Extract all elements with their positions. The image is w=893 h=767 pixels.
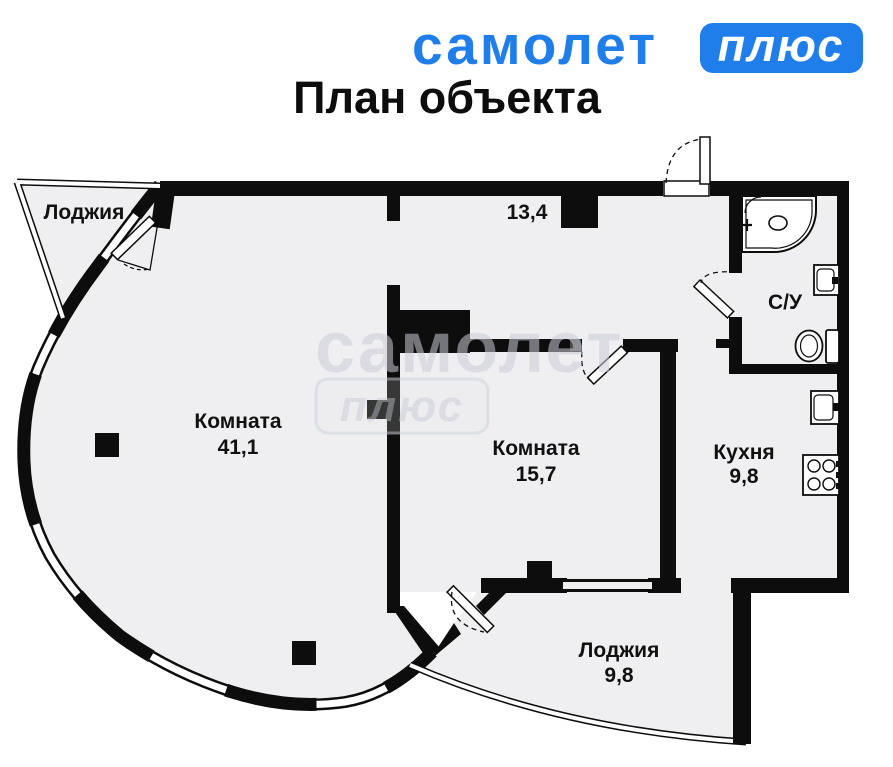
window-room-small [563,579,652,592]
room-label-large-area: 41,1 [218,436,259,459]
bathtub-icon [741,195,817,253]
room-label-kitchen-name: Кухня [713,441,774,464]
kitchen-sink-icon [810,390,840,425]
walls [95,181,849,744]
logo-brand-text: самолет [412,14,658,76]
room-label-small-name: Комната [492,437,580,460]
floor-large-room [23,185,433,705]
watermark: самолет плюс [314,308,624,435]
page-title: План объекта [293,72,602,123]
loggia-top-walls [13,178,161,320]
bathroom-sink-icon [813,264,840,296]
loggia-bottom-outer-wall [408,661,747,746]
entrance-door [663,136,711,197]
room-label-hallway-area: 13,4 [507,201,548,224]
toilet-icon [794,329,840,364]
stove-icon [802,454,840,496]
room-labels: Лоджия 13,4 Комната 41,1 Комната 15,7 С/… [44,201,803,687]
watermark-badge-text: плюс [340,382,464,431]
logo-badge-text: плюс [718,20,845,71]
watermark-brand: самолет [315,308,624,388]
room-label-kitchen-area: 9,8 [729,465,759,488]
loggia-top-door [110,215,159,271]
room-label-loggia-top: Лоджия [44,201,125,224]
room-label-loggia-bottom-area: 9,8 [604,664,634,687]
room-label-loggia-bottom-name: Лоджия [579,639,660,662]
bathroom-door [692,271,742,320]
logo-badge [700,23,863,73]
loggia-bottom-door [445,584,495,634]
room-small-door [581,345,629,386]
room-label-small-area: 15,7 [516,463,557,486]
room-label-bathroom: С/У [768,291,803,314]
watermark-badge [314,377,490,435]
room-label-large-name: Комната [194,410,282,433]
logo: самолет плюс [412,14,863,76]
floor-loggia-bottom [412,585,745,741]
